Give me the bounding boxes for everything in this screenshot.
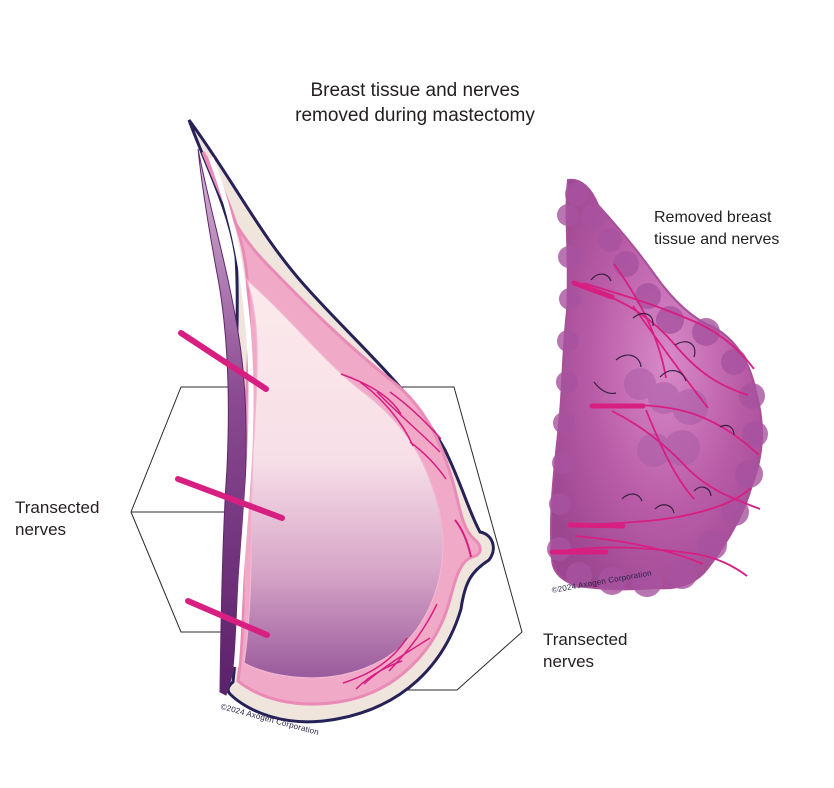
removed-tissue-inner-lobules — [624, 368, 708, 467]
bottom-transected-nerves-label: Transected nerves — [543, 629, 673, 673]
breast-cross-section — [187, 119, 495, 724]
chest-wall-gap — [208, 157, 254, 668]
left-transected-nerves-label: Transected nerves — [15, 497, 130, 541]
removed-tissue — [547, 178, 768, 597]
transected-nerve-segments — [175, 330, 285, 638]
left-transected-nerves-line-2: nerves — [15, 520, 67, 539]
nerve-fibers-upper — [340, 373, 447, 480]
nerve-segment-upper — [178, 330, 269, 392]
diagram-title-line-1: Breast tissue and nerves — [310, 80, 520, 101]
nerve-segment-lower — [185, 598, 270, 638]
removed-tissue-ducts — [590, 273, 735, 514]
removed-nerve-stumps — [549, 280, 646, 555]
chest-muscle — [197, 148, 247, 696]
left-transected-nerves-line-1: Transected — [15, 498, 100, 517]
removed-tissue-label: Removed breast tissue and nerves — [654, 207, 832, 251]
removed-tissue-label-line-2: tissue and nerves — [654, 231, 780, 248]
diagram-title: Breast tissue and nerves removed during … — [235, 78, 595, 128]
bottom-transected-nerves-line-1: Transected — [543, 630, 628, 649]
nerve-segment-middle — [175, 476, 285, 521]
glandular-tissue — [243, 278, 444, 679]
nerve-fibers-lower — [342, 603, 438, 690]
removed-tissue-label-line-1: Removed breast — [654, 209, 772, 226]
diagram-title-line-2: removed during mastectomy — [295, 105, 535, 126]
removed-tissue-lobules — [547, 182, 768, 597]
bottom-callout-line — [130, 386, 523, 691]
nipple-nerves — [454, 519, 472, 558]
bottom-transected-nerves-line-2: nerves — [543, 652, 595, 671]
